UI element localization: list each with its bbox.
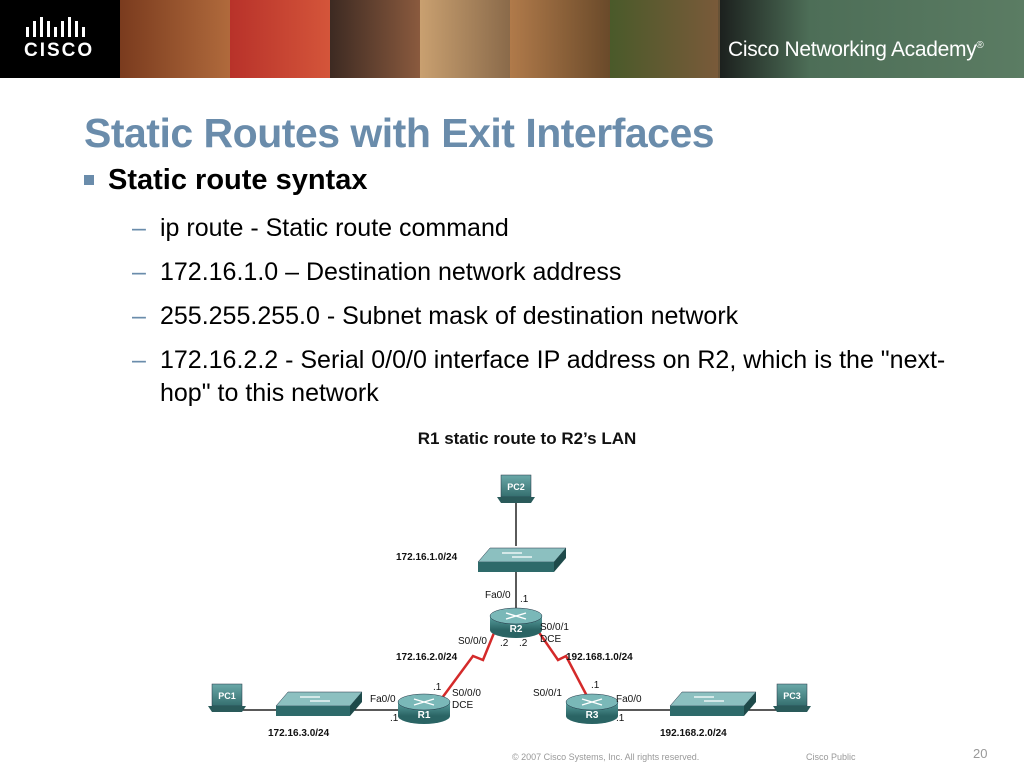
academy-title: Cisco Networking Academy® bbox=[728, 38, 984, 62]
router-r2-icon bbox=[489, 607, 543, 638]
sub-bullet-text: 172.16.2.2 - Serial 0/0/0 interface IP a… bbox=[160, 346, 946, 407]
router-r3-icon bbox=[565, 693, 619, 724]
r2-ip-left: .2 bbox=[500, 638, 509, 649]
banner-photo bbox=[230, 0, 330, 78]
router-r2-label: R2 bbox=[510, 624, 523, 635]
switch-right-icon bbox=[669, 691, 757, 716]
pc2-label: PC2 bbox=[507, 482, 525, 492]
pc1-icon bbox=[208, 683, 246, 712]
sub-bullet: – 255.255.255.0 - Subnet mask of destina… bbox=[132, 300, 962, 333]
slide-title: Static Routes with Exit Interfaces bbox=[84, 110, 715, 156]
network-label: 192.168.1.0/24 bbox=[566, 652, 633, 663]
sub-bullet: – 172.16.2.2 - Serial 0/0/0 interface IP… bbox=[132, 344, 962, 410]
banner-photo bbox=[420, 0, 510, 78]
sub-bullet: – ip route - Static route command bbox=[132, 212, 962, 245]
pc2-icon bbox=[497, 474, 535, 503]
network-label: 172.16.2.0/24 bbox=[396, 652, 458, 663]
r2-fa-label: Fa0/0 bbox=[485, 590, 511, 601]
r1-s-ip: .1 bbox=[433, 682, 442, 693]
r3-fa-label: Fa0/0 bbox=[616, 694, 642, 705]
r1-dce-label: DCE bbox=[452, 700, 473, 711]
academy-name: Cisco Networking Academy bbox=[728, 38, 977, 61]
switch-left-icon bbox=[275, 691, 363, 716]
r1-s0-label: S0/0/0 bbox=[452, 688, 481, 699]
footer-classification: Cisco Public bbox=[806, 752, 856, 762]
switch-top-icon bbox=[477, 547, 567, 572]
academy-area bbox=[718, 0, 1024, 78]
router-r1-icon bbox=[397, 693, 451, 724]
sub-bullet-text: ip route - Static route command bbox=[160, 214, 509, 242]
network-label: 172.16.3.0/24 bbox=[268, 728, 330, 739]
r2-s0-label: S0/0/0 bbox=[458, 636, 487, 647]
r3-fa-ip: .1 bbox=[616, 713, 625, 724]
main-bullet: Static route syntax bbox=[84, 164, 367, 197]
cisco-logo: CISCO bbox=[0, 0, 120, 78]
dash-bullet-icon: – bbox=[132, 302, 146, 330]
r2-fa-ip: .1 bbox=[520, 594, 529, 605]
header-banner: CISCO Cisco Networking Academy® bbox=[0, 0, 1024, 78]
r1-fa-ip: .1 bbox=[390, 713, 399, 724]
sub-bullet: – 172.16.1.0 – Destination network addre… bbox=[132, 256, 962, 289]
banner-photo bbox=[120, 0, 230, 78]
wan-link-r2-r3 bbox=[534, 627, 590, 699]
main-bullet-text: Static route syntax bbox=[108, 164, 368, 196]
diagram-title: R1 static route to R2’s LAN bbox=[418, 429, 637, 448]
r3-s1-label: S0/0/1 bbox=[533, 688, 562, 699]
cisco-bridge-icon bbox=[26, 17, 85, 37]
cisco-wordmark: CISCO bbox=[24, 40, 95, 61]
sub-bullet-text: 255.255.255.0 - Subnet mask of destinati… bbox=[160, 302, 739, 330]
pc1-label: PC1 bbox=[218, 691, 236, 701]
r1-fa-label: Fa0/0 bbox=[370, 694, 396, 705]
dash-bullet-icon: – bbox=[132, 346, 146, 374]
pc3-icon bbox=[773, 683, 811, 712]
network-label: 172.16.1.0/24 bbox=[396, 552, 458, 563]
page-number: 20 bbox=[973, 746, 988, 761]
r2-s1-label: S0/0/1 bbox=[540, 622, 569, 633]
router-r1-label: R1 bbox=[418, 710, 431, 721]
r3-s-ip: .1 bbox=[591, 680, 600, 691]
banner-photo bbox=[330, 0, 420, 78]
r2-dce-label: DCE bbox=[540, 634, 561, 645]
square-bullet-icon bbox=[84, 175, 94, 185]
academy-registered-mark: ® bbox=[976, 40, 984, 51]
router-r3-label: R3 bbox=[586, 710, 599, 721]
r2-ip-right: .2 bbox=[519, 638, 528, 649]
network-diagram: R1 static route to R2’s LAN PC2 172.16.1… bbox=[208, 429, 811, 739]
banner-photo bbox=[510, 0, 610, 78]
wan-link-r1-r2 bbox=[440, 627, 498, 699]
footer-copyright: © 2007 Cisco Systems, Inc. All rights re… bbox=[512, 752, 700, 762]
dash-bullet-icon: – bbox=[132, 258, 146, 286]
sub-bullet-text: 172.16.1.0 – Destination network address bbox=[160, 258, 622, 286]
pc3-label: PC3 bbox=[783, 691, 801, 701]
banner-photo bbox=[610, 0, 720, 78]
dash-bullet-icon: – bbox=[132, 214, 146, 242]
network-label: 192.168.2.0/24 bbox=[660, 728, 727, 739]
